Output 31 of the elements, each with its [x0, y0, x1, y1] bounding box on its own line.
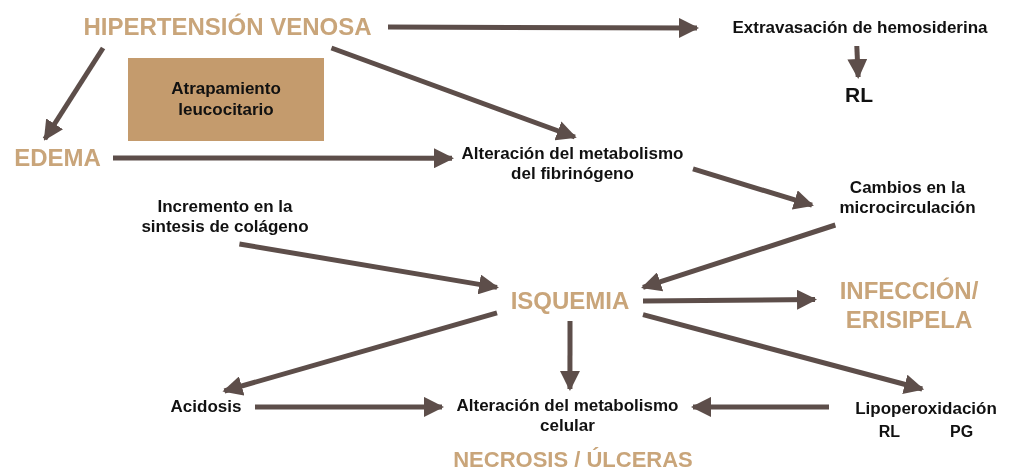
process-box	[128, 58, 324, 141]
arrow	[42, 46, 106, 141]
heading-text: INFECCIÓN/ ERISIPELA	[838, 277, 980, 335]
outcome-text: NECROSIS / ÚLCERAS	[452, 447, 694, 473]
node-text: Incremento en la sintesis de colágeno	[140, 196, 310, 238]
arrow	[691, 396, 829, 417]
box-label: Atrapamiento leucocitario	[170, 79, 282, 120]
arrow	[330, 45, 577, 141]
arrow	[559, 321, 580, 391]
node-text: RL	[845, 82, 873, 108]
arrow	[847, 45, 868, 79]
node-text: Acidosis	[170, 396, 242, 418]
arrow	[388, 17, 699, 38]
node-text: Lipoperoxidación	[855, 398, 997, 420]
heading-text: HIPERTENSIÓN VENOSA	[83, 12, 372, 42]
node-text: Alteración del metabolismo celular	[455, 395, 680, 437]
heading-text: EDEMA	[14, 143, 101, 173]
node-text: Cambios en la microcirculación	[838, 177, 977, 219]
node-note: RL	[878, 423, 901, 442]
arrow	[113, 148, 454, 169]
node-text: Extravasación de hemosiderina	[732, 17, 988, 39]
arrow	[239, 241, 499, 295]
arrow	[255, 396, 444, 417]
heading-text: ISQUEMIA	[510, 286, 630, 316]
arrow	[642, 312, 925, 395]
node-text: Alteración del metabolismo del fibrinógeno	[460, 143, 685, 185]
arrow	[692, 166, 814, 210]
arrow	[222, 310, 498, 396]
node-note: PG	[950, 423, 974, 442]
arrow	[641, 222, 837, 292]
arrow	[643, 289, 817, 310]
